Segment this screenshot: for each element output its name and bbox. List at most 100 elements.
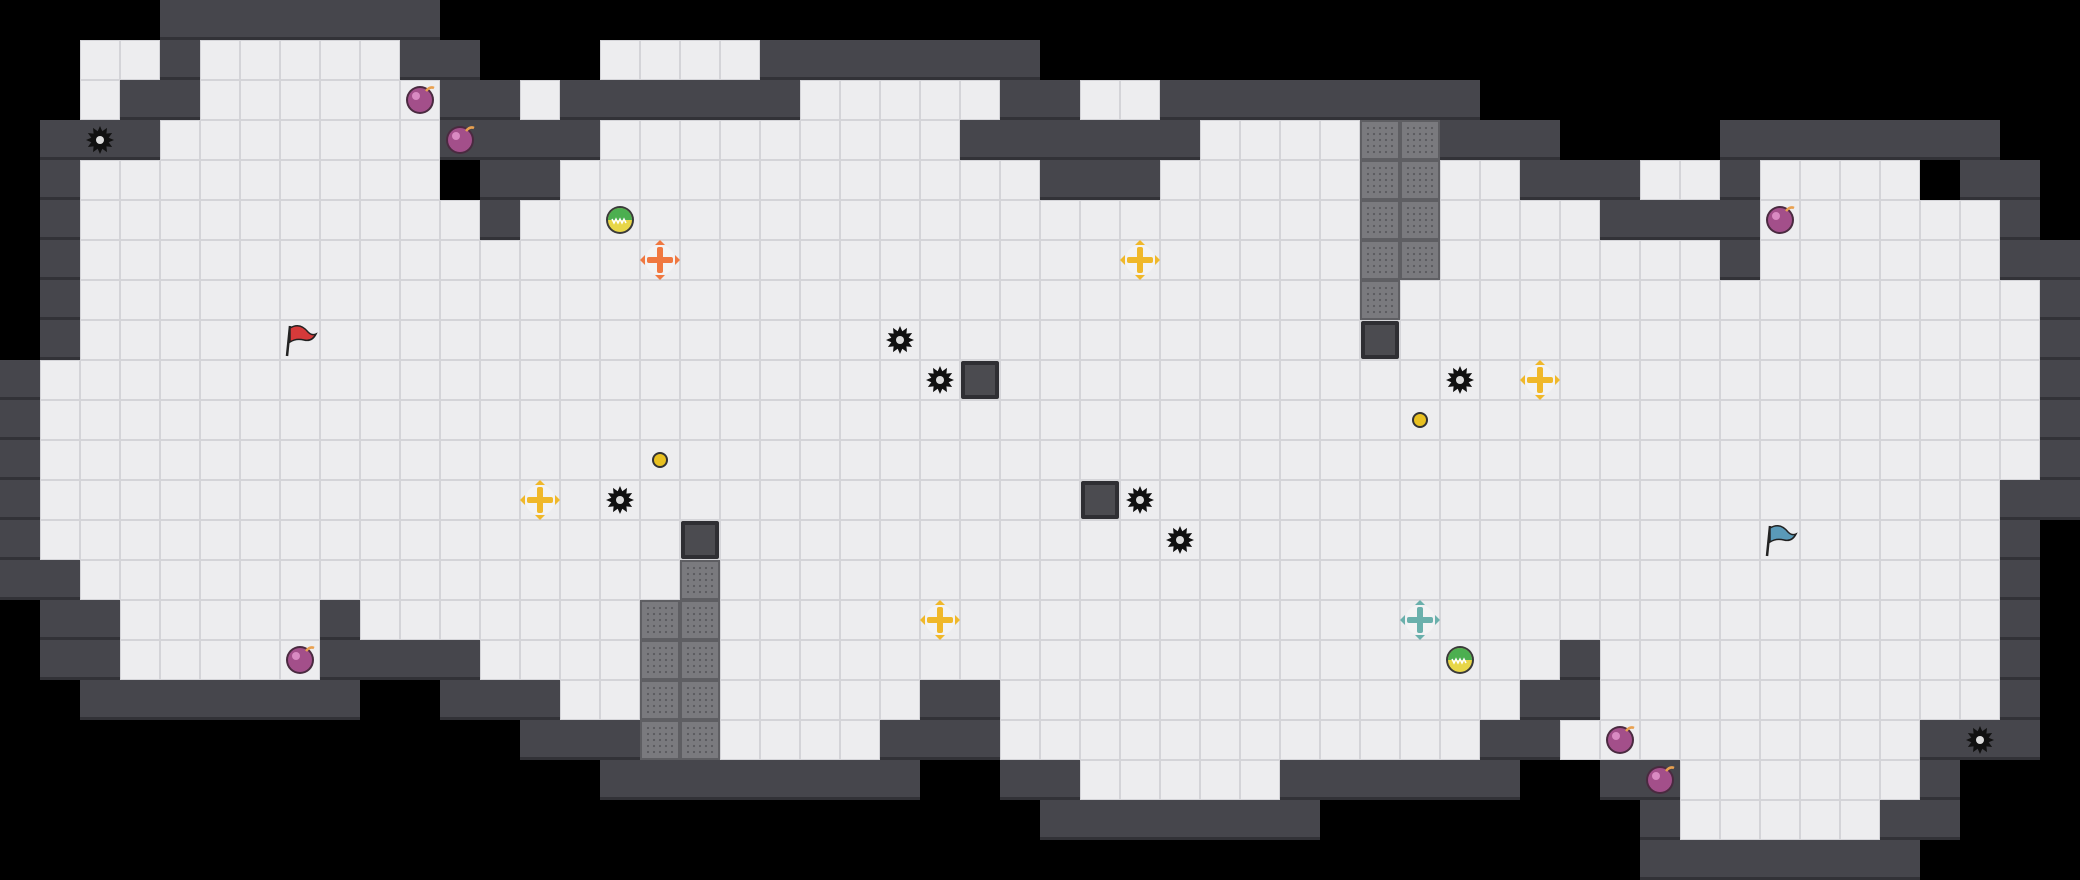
grid-cell [680,360,720,400]
grid-cell [1080,320,1120,360]
grid-cell [1760,200,1800,240]
grid-cell [1800,600,1840,640]
powerup-arrow [1135,275,1145,280]
grid-cell [1360,640,1400,680]
gate-dot [1424,178,1428,182]
grid-cell [1400,720,1440,760]
gate-dot [698,578,702,582]
grid-cell [1600,560,1640,600]
wall-tile [1720,240,1760,280]
grid-cell [1200,560,1240,600]
gate-dot [1418,206,1422,210]
grid-cell [1840,520,1880,560]
grid-cell [1360,520,1400,560]
gate-dot [664,750,668,754]
grid-cell [1800,160,1840,200]
gate-dot [1406,246,1410,250]
grid-cell [40,440,80,480]
gate-dot [646,646,650,650]
wall-tile [1000,80,1080,120]
gate-dot [704,670,708,674]
grid-cell [880,240,920,280]
grid-cell [1800,400,1840,440]
grid-cell [1720,720,1760,760]
powerup-arrow [1535,395,1545,400]
grid-cell [440,280,480,320]
gate-dot [692,624,696,628]
grid-cell [1960,280,2000,320]
grid-cell [240,600,280,640]
grid-cell [400,160,440,200]
gate-dot [1378,258,1382,262]
grid-cell [400,520,440,560]
gate-dot [658,726,662,730]
gate-dot [692,750,696,754]
grid-cell [1080,280,1120,320]
gate-dot [1406,172,1410,176]
grid-cell [640,440,680,480]
gate-dot [664,646,668,650]
gate-dot [686,618,690,622]
gate-dot [1366,218,1370,222]
gate-dot [652,606,656,610]
gate-dot [698,738,702,742]
gate-dot [692,744,696,748]
grid-cell [1560,720,1600,760]
gate-dot [1378,292,1382,296]
grid-cell [1080,360,1120,400]
grid-cell [1680,800,1720,840]
gate-dot [710,618,714,622]
grid-cell [240,400,280,440]
wall-tile [440,680,560,720]
gate-dot [710,590,714,594]
grid-cell [680,400,720,440]
gate-dot [698,624,702,628]
gate-dot [686,738,690,742]
grid-cell [800,200,840,240]
wall-shadow [40,677,120,680]
gate-dot [664,738,668,742]
grid-cell [640,120,680,160]
gate-dot [698,630,702,634]
gate-dot [1390,298,1394,302]
grid-cell [1800,320,1840,360]
wall-tile [1640,840,1920,880]
grid-cell [1160,240,1200,280]
gate-dot [698,612,702,616]
wall-tile [40,320,80,360]
gate-dot [692,710,696,714]
grid-cell [840,240,880,280]
grid-cell [1880,760,1920,800]
grid-cell [1440,240,1480,280]
wall-shadow [40,197,80,200]
gate-dot [646,606,650,610]
grid-cell [1200,720,1240,760]
grid-cell [560,440,600,480]
grid-cell [720,120,760,160]
wall-shadow [0,437,40,440]
grid-cell [800,240,840,280]
gate-dot [692,606,696,610]
gate-dot [1406,166,1410,170]
grid-cell [720,320,760,360]
grid-cell [440,400,480,440]
grid-cell [160,440,200,480]
grid-cell [1960,680,2000,720]
grid-cell [120,240,160,280]
grid-cell [1680,440,1720,480]
gate-dot [1390,258,1394,262]
grid-cell [960,200,1000,240]
spike-center [896,336,904,344]
grid-cell [1840,360,1880,400]
wall-shadow [1920,797,1960,800]
grid-cell [760,480,800,520]
gate-dot [686,726,690,730]
gate-dot [1366,184,1370,188]
gate-dot [664,670,668,674]
powerup-bar-h [647,257,673,263]
gate-dot [1412,218,1416,222]
grid-cell [360,120,400,160]
grid-cell [320,80,360,120]
gate-dot [1418,252,1422,256]
grid-cell [1120,440,1160,480]
